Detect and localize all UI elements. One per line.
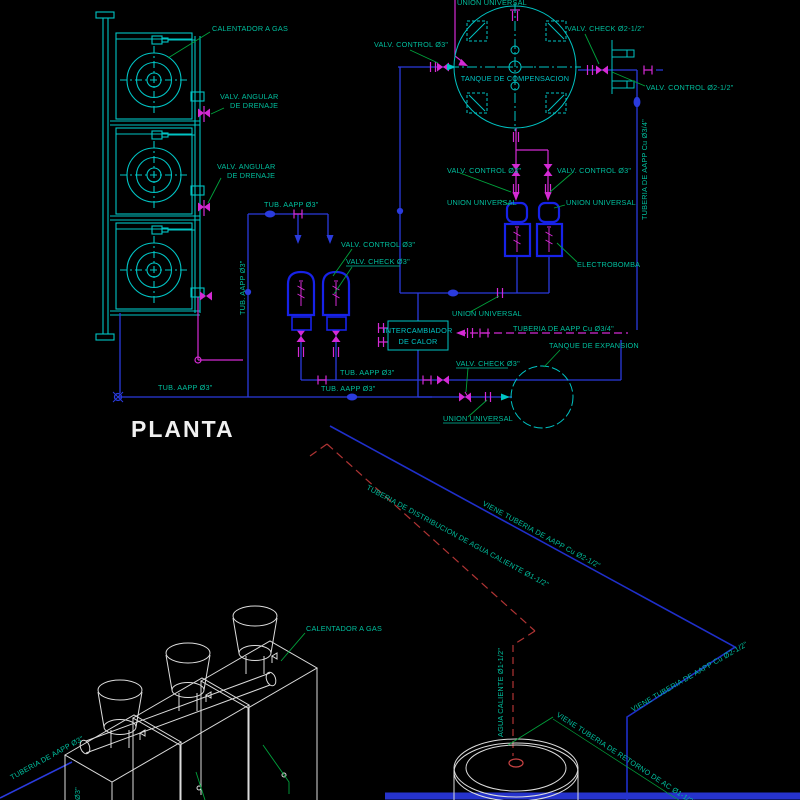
heater-2 bbox=[110, 127, 200, 221]
view-title: PLANTA bbox=[131, 416, 235, 442]
iso-storage-tank bbox=[453, 738, 579, 800]
label-tanque-compensacion: TANQUE DE COMPENSACION bbox=[461, 74, 569, 83]
gas-heater-stack bbox=[95, 11, 205, 341]
label-union-mid: UNION UNIVERSAL bbox=[452, 309, 522, 318]
expansion-tank bbox=[510, 365, 574, 429]
label-tub-aapp-top: TUB. AAPP Ø3" bbox=[264, 200, 319, 209]
plan-leaders bbox=[167, 31, 646, 424]
label-valv-check-exp: VALV. CHECK Ø3" bbox=[456, 359, 520, 368]
label-tuberia-cu34-vert: TUBERIA DE AAPP Cu Ø3/4" bbox=[640, 119, 649, 220]
heat-exchanger-label-2: DE CALOR bbox=[399, 337, 438, 346]
iso-drain-valves bbox=[139, 652, 278, 740]
expansion-tank-shell bbox=[510, 365, 574, 429]
label-dia3-iso: Ø3" bbox=[73, 787, 82, 800]
label-tub-aapp-bottom2: TUB. AAPP Ø3" bbox=[340, 368, 395, 377]
iso-supply-line-blue bbox=[0, 425, 800, 800]
label-union-bottom: UNION UNIVERSAL bbox=[443, 414, 513, 423]
label-viene-aapp-2: VIENE TUBERIA DE AAPP Cu Ø2-1/2" bbox=[630, 639, 750, 713]
pump-left-2 bbox=[321, 270, 351, 331]
plan-view: INTERCAMBIADOR DE CALOR CALENT bbox=[95, 0, 734, 442]
label-tub-aapp-bottom3: TUB. AAPP Ø3" bbox=[321, 384, 376, 393]
iso-leaders bbox=[195, 632, 680, 800]
pumps bbox=[286, 201, 564, 331]
iso-heater-1 bbox=[63, 679, 183, 800]
label-valv-control-pumps: VALV. CONTROL Ø3" bbox=[341, 240, 415, 249]
label-tub-aapp-vert: TUB. AAPP Ø3" bbox=[238, 260, 247, 315]
label-tanque-expansion: TANQUE DE EXPANSION bbox=[549, 341, 639, 350]
label-calentador-iso: CALENTADOR A GAS bbox=[306, 624, 382, 633]
label-valv-check-pumps: VALV. CHECK Ø3" bbox=[346, 257, 410, 266]
iso-heater-2 bbox=[131, 642, 251, 800]
label-valv-angular-1b: DE DRENAJE bbox=[230, 101, 278, 110]
pump-right-2 bbox=[535, 201, 564, 258]
label-valv-control-tankleft: VALV. CONTROL Ø3" bbox=[374, 40, 448, 49]
iso-gas-manifold-pipe bbox=[79, 671, 277, 755]
label-valv-control-212: VALV. CONTROL Ø2-1/2" bbox=[646, 83, 734, 92]
iso-heater-3 bbox=[199, 605, 319, 800]
label-tuberia-distribucion: TUBERIA DE DISTRIBUCION DE AGUA CALIENTE… bbox=[365, 483, 551, 589]
label-union-r2: UNION UNIVERSAL bbox=[566, 198, 636, 207]
pump-left-1 bbox=[286, 270, 316, 331]
label-valv-angular-2a: VALV. ANGULAR bbox=[217, 162, 275, 171]
heater-3 bbox=[110, 222, 200, 316]
isometric-view: CALENTADOR A GAS TUBERIA DE DISTRIBUCION… bbox=[0, 425, 800, 800]
label-electrobomba: ELECTROBOMBA bbox=[577, 260, 640, 269]
label-union-top: UNION UNIVERSAL bbox=[457, 0, 527, 7]
label-tub-aapp-bottom1: TUB. AAPP Ø3" bbox=[158, 383, 213, 392]
compensation-tank bbox=[447, 3, 635, 401]
iso-labels: CALENTADOR A GAS TUBERIA DE DISTRIBUCION… bbox=[9, 483, 750, 800]
heat-exchanger: INTERCAMBIADOR DE CALOR bbox=[384, 320, 453, 351]
label-valv-control-r2: VALV. CONTROL Ø3" bbox=[557, 166, 631, 175]
label-valv-control-r1: VALV. CONTROL Ø3" bbox=[447, 166, 521, 175]
label-valv-check-212: VALV. CHECK Ø2-1/2" bbox=[567, 24, 644, 33]
iso-heaters bbox=[63, 605, 319, 800]
iso-hot-line-red bbox=[309, 443, 536, 768]
heat-exchanger-label-1: INTERCAMBIADOR bbox=[384, 326, 453, 335]
label-valv-angular-2b: DE DRENAJE bbox=[227, 171, 275, 180]
label-agua-caliente: AGUA CALIENTE Ø1-1/2" bbox=[496, 648, 505, 737]
label-calentador-plan: CALENTADOR A GAS bbox=[212, 24, 288, 33]
label-tuberia-cu34-h: TUBERIA DE AAPP Cu Ø3/4" bbox=[513, 324, 614, 333]
pump-right-1 bbox=[503, 201, 532, 258]
label-union-r1: UNION UNIVERSAL bbox=[447, 198, 517, 207]
plan-labels: CALENTADOR A GAS VALV. ANGULAR DE DRENAJ… bbox=[158, 0, 734, 423]
label-valv-angular-1a: VALV. ANGULAR bbox=[220, 92, 278, 101]
plan-cold-piping bbox=[112, 66, 663, 403]
heater-1 bbox=[110, 32, 200, 126]
